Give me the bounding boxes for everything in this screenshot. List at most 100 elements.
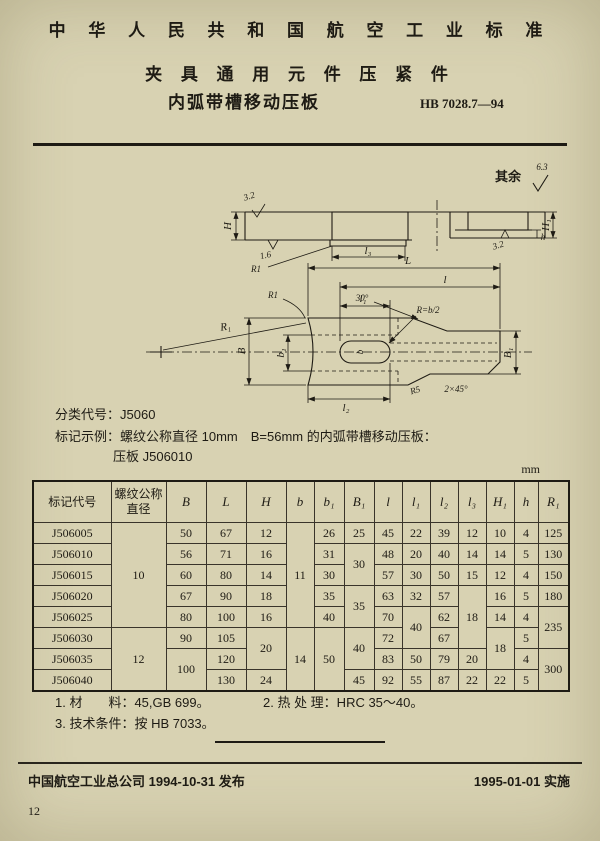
cell-l2: 79 bbox=[429, 648, 459, 670]
cell-l: 45 bbox=[373, 522, 403, 544]
cell-l1: 40 bbox=[401, 606, 431, 649]
cell-code: J506030 bbox=[32, 627, 112, 649]
col-header-h: h bbox=[513, 480, 539, 523]
cell-B1: 40 bbox=[343, 627, 375, 670]
plate-outline bbox=[307, 317, 501, 386]
col-header-B1: B₁ bbox=[343, 480, 375, 523]
table-row: J506015 60 80 14 30 57 30 50 15 12 4 150 bbox=[32, 564, 570, 586]
cell-l1: 20 bbox=[401, 543, 431, 565]
cell-h: 5 bbox=[513, 543, 539, 565]
cell-L: 80 bbox=[205, 564, 247, 586]
doc-title-line2: 内弧带槽移动压板 bbox=[168, 93, 320, 112]
col-header-b: b bbox=[285, 480, 315, 523]
dim-L: L bbox=[307, 255, 501, 271]
dim-l2: l₂ bbox=[307, 396, 391, 414]
cell-B1: 25 bbox=[343, 522, 375, 544]
footer-rule bbox=[18, 762, 582, 764]
cell-l2: 87 bbox=[429, 669, 459, 692]
cell-l1: 22 bbox=[401, 522, 431, 544]
section-hatch-right bbox=[467, 211, 529, 231]
table-row: J506030 12 90 105 20 14 50 40 72 67 18 5 bbox=[32, 627, 569, 692]
dim-H: H bbox=[222, 211, 245, 241]
cell-l2: 50 bbox=[429, 564, 459, 586]
dimension-table: 标记代号 螺纹公称直径 B L H b b₁ B₁ l l₁ l₂ l₃ H₁ … bbox=[32, 480, 570, 692]
dim-l: l bbox=[339, 274, 501, 290]
cell-l: 57 bbox=[373, 564, 403, 586]
cell-b1: 31 bbox=[313, 543, 345, 565]
cell-l3: 22 bbox=[457, 669, 487, 692]
cell-code: J506040 bbox=[32, 669, 112, 692]
dim-B1: B₁ bbox=[488, 330, 521, 375]
cell-H: 24 bbox=[245, 669, 287, 692]
fillet-leader-section: R1 bbox=[250, 245, 333, 274]
dim-h-label: h bbox=[541, 232, 546, 242]
cell-b: 14 bbox=[285, 627, 315, 692]
plan-view: R₁ b L l l₁ l₂ B bbox=[146, 255, 532, 414]
cell-H1: 12 bbox=[485, 564, 515, 586]
cell-h: 5 bbox=[513, 627, 539, 649]
table-row: J506010 56 71 16 31 30 48 20 40 14 14 5 … bbox=[32, 543, 570, 586]
dim-l2-label: l₂ bbox=[343, 402, 350, 414]
dim-L-label: L bbox=[404, 255, 411, 267]
cell-H: 18 bbox=[245, 585, 287, 607]
cell-B: 100 bbox=[165, 648, 207, 692]
dim-H1-label: H₁ bbox=[540, 219, 552, 232]
col-header-b1: b₁ bbox=[313, 480, 345, 523]
cell-B: 90 bbox=[165, 627, 207, 649]
svg-text:3.2: 3.2 bbox=[490, 238, 505, 251]
cell-l3: 15 bbox=[457, 564, 487, 586]
col-header-l: l bbox=[373, 480, 403, 523]
dim-l3-label: l₃ bbox=[365, 245, 372, 257]
cell-l3: 20 bbox=[457, 648, 487, 670]
cell-H: 16 bbox=[245, 543, 287, 565]
cell-H: 12 bbox=[245, 522, 287, 544]
marking-example-line2: 压板 J506010 bbox=[113, 449, 193, 464]
cell-R1: 300 bbox=[537, 648, 570, 692]
cell-H1: 18 bbox=[485, 627, 515, 670]
cell-H1: 16 bbox=[485, 585, 515, 607]
fillet-leader-plan: R1 bbox=[267, 290, 306, 319]
cell-H1: 14 bbox=[485, 606, 515, 628]
cell-H: 14 bbox=[245, 564, 287, 586]
dim-h: h bbox=[532, 229, 546, 242]
svg-text:3.2: 3.2 bbox=[241, 189, 256, 202]
dim-B-label: B bbox=[236, 347, 248, 354]
radius-R1-label: R₁ bbox=[219, 320, 232, 334]
doc-title-line1: 夹 具 通 用 元 件 压 紧 件 bbox=[145, 65, 455, 84]
fillet-r1-plan-label: R1 bbox=[267, 290, 278, 300]
col-header-l3: l₃ bbox=[457, 480, 487, 523]
rest-label: 其余 bbox=[495, 169, 522, 184]
cell-l2: 67 bbox=[429, 627, 459, 649]
cell-code: J506010 bbox=[32, 543, 112, 565]
cell-l2: 62 bbox=[429, 606, 459, 628]
cell-l: 72 bbox=[373, 627, 403, 649]
cell-h: 5 bbox=[513, 669, 539, 692]
cell-l: 63 bbox=[373, 585, 403, 607]
radius-R1-line bbox=[162, 322, 307, 351]
section-view: H l₃ H₁ h 3.2 1.6 3.2 R1 bbox=[222, 189, 557, 274]
cell-H1: 10 bbox=[485, 522, 515, 544]
extension-lines bbox=[307, 263, 501, 403]
fillet-r1-section-label: R1 bbox=[250, 264, 261, 274]
cell-h: 4 bbox=[513, 564, 539, 586]
header-rule bbox=[33, 143, 567, 146]
note-material: 1. 材 料：45,GB 699。 bbox=[55, 695, 210, 710]
slot bbox=[339, 340, 391, 364]
cell-R1: 125 bbox=[537, 522, 570, 544]
cell-l1: 30 bbox=[401, 564, 431, 586]
cell-b: 11 bbox=[285, 522, 315, 628]
cell-thread: 12 bbox=[110, 627, 167, 692]
col-header-R1: R₁ bbox=[537, 480, 570, 523]
slot-radius-label: R=b/2 bbox=[415, 305, 440, 315]
cell-R1: 150 bbox=[537, 564, 570, 586]
cell-code: J506035 bbox=[32, 648, 112, 670]
cell-b1: 35 bbox=[313, 585, 345, 607]
cell-b1: 30 bbox=[313, 564, 345, 586]
roughness-right: 3.2 bbox=[490, 229, 510, 252]
cell-h: 4 bbox=[513, 648, 539, 670]
page-number: 12 bbox=[28, 804, 40, 818]
cell-h: 5 bbox=[513, 585, 539, 607]
table-row: J506040 130 24 45 92 55 87 22 22 5 bbox=[32, 669, 569, 692]
section-lip bbox=[329, 240, 407, 247]
